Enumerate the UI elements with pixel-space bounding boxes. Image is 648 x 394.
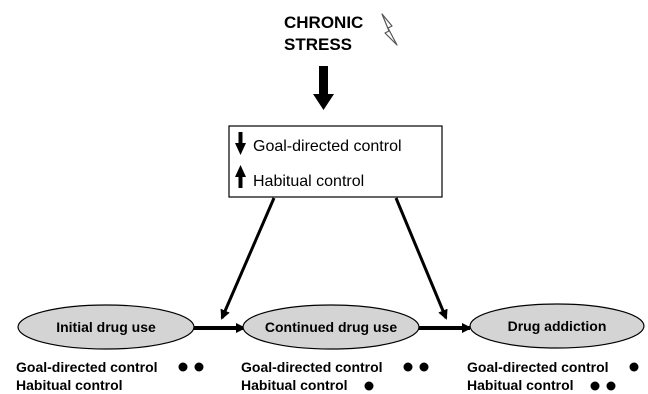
goal-directed-legend: Goal-directed control [241, 359, 383, 375]
arrow-up-icon [235, 165, 246, 188]
habitual-dots [590, 381, 616, 391]
stage-legend-addiction: Goal-directed control Habitual control [467, 359, 639, 393]
stage-label-addiction: Drug addiction [508, 318, 607, 334]
level-dot [590, 381, 600, 391]
goal-directed-effect-label: Goal-directed control [253, 138, 402, 155]
habitual-legend: Habitual control [241, 377, 348, 393]
stage-ellipse-addiction [469, 303, 645, 349]
goal-directed-dots [178, 362, 204, 372]
level-dot [194, 362, 204, 372]
arrow-down-icon [235, 132, 246, 155]
habitual-dots [364, 381, 374, 391]
habitual-legend: Habitual control [16, 377, 123, 393]
stage-legend-initial: Goal-directed control Habitual control [16, 359, 204, 393]
habitual-legend: Habitual control [467, 377, 574, 393]
goal-directed-legend: Goal-directed control [467, 359, 609, 375]
stress-title-line2: STRESS [284, 35, 352, 54]
stage-label-continued: Continued drug use [265, 319, 397, 335]
level-dot [419, 362, 429, 372]
goal-directed-dots [629, 362, 639, 372]
stage-ellipse-continued [242, 304, 420, 350]
effect-arrow-right [394, 197, 448, 320]
stage-legend-continued: Goal-directed control Habitual control [241, 359, 429, 393]
stress-title-line1: CHRONIC [284, 13, 363, 32]
level-dot [629, 362, 639, 372]
habitual-effect-label: Habitual control [253, 173, 364, 190]
lightning-bolt-icon [381, 13, 398, 46]
level-dot [178, 362, 188, 372]
goal-directed-legend: Goal-directed control [16, 359, 158, 375]
stage-ellipse-initial [17, 304, 195, 350]
level-dot [606, 381, 616, 391]
goal-directed-dots [403, 362, 429, 372]
level-dot [364, 381, 374, 391]
effect-box [228, 125, 443, 198]
stress-down-arrow [313, 66, 334, 110]
stage-label-initial: Initial drug use [56, 319, 156, 335]
effect-arrow-left [220, 197, 276, 320]
level-dot [403, 362, 413, 372]
